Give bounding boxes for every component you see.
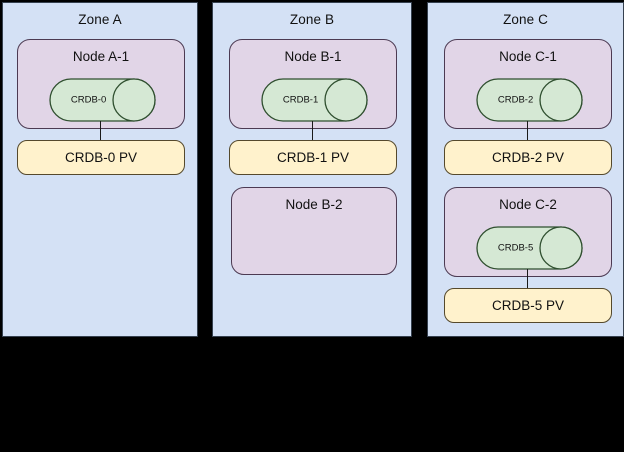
zone-b-label: Zone B [289, 12, 335, 27]
zone-c-label: Zone C [503, 12, 548, 27]
zone-b[interactable]: Zone B Node B-1 CRDB-1 CRDB-1 PV Node B-… [212, 2, 412, 337]
pv-crdb-2-label: CRDB-2 PV [491, 150, 564, 165]
node-b-1-label: Node B-1 [284, 49, 342, 64]
node-c-2[interactable]: Node C-2 CRDB-5 [444, 187, 612, 277]
node-b-1-pv-connector [312, 121, 313, 140]
pv-crdb-5[interactable]: CRDB-5 PV [444, 288, 612, 323]
node-c-2-label: Node C-2 [499, 197, 557, 212]
database-cylinder-icon[interactable]: CRDB-0 [49, 78, 156, 122]
zone-a-label: Zone A [78, 12, 122, 27]
pv-crdb-0-label: CRDB-0 PV [64, 150, 137, 165]
database-cylinder-icon[interactable]: CRDB-2 [476, 78, 583, 122]
node-c-1-label: Node C-1 [499, 49, 557, 64]
node-c-1-pv-connector [527, 121, 528, 140]
pv-crdb-0[interactable]: CRDB-0 PV [17, 140, 185, 175]
node-a-1[interactable]: Node A-1 CRDB-0 [17, 39, 185, 129]
pv-crdb-2[interactable]: CRDB-2 PV [444, 140, 612, 175]
pv-crdb-1-label: CRDB-1 PV [276, 150, 349, 165]
database-cylinder-icon[interactable]: CRDB-1 [261, 78, 368, 122]
pv-crdb-5-label: CRDB-5 PV [491, 298, 564, 313]
node-b-1[interactable]: Node B-1 CRDB-1 [229, 39, 397, 129]
zone-a[interactable]: Zone A Node A-1 CRDB-0 CRDB-0 PV [2, 2, 198, 337]
node-b-2[interactable]: Node B-2 [231, 187, 397, 275]
node-a-1-label: Node A-1 [72, 49, 130, 64]
node-c-2-pv-connector [527, 269, 528, 288]
node-b-2-label: Node B-2 [285, 197, 343, 212]
node-c-1[interactable]: Node C-1 CRDB-2 [444, 39, 612, 129]
zone-c[interactable]: Zone C Node C-1 CRDB-2 CRDB-2 PV Node C-… [427, 2, 624, 337]
database-cylinder-icon[interactable]: CRDB-5 [476, 226, 583, 270]
node-a-1-pv-connector [100, 121, 101, 140]
pv-crdb-1[interactable]: CRDB-1 PV [229, 140, 397, 175]
